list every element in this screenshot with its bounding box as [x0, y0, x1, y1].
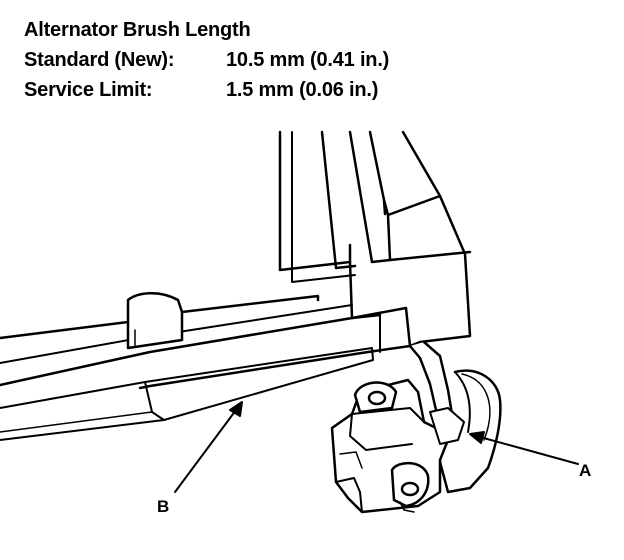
leader-arrow-b: [229, 401, 243, 417]
leader-line-a: [479, 436, 579, 465]
leader-line-b: [174, 409, 237, 493]
vernier-caliper-icon: [0, 130, 472, 441]
spec-title: Alternator Brush Length: [24, 19, 251, 41]
leader-lines: [174, 401, 579, 493]
brush-holder-icon: [330, 369, 502, 514]
spec-limit-value: 1.5 mm (0.06 in.): [226, 79, 379, 101]
spec-limit-row: Service Limit: 1.5 mm (0.06 in.): [24, 78, 378, 102]
spec-standard-value: 10.5 mm (0.41 in.): [226, 49, 390, 71]
spec-standard-label: Standard (New):: [24, 49, 175, 71]
leader-arrow-a: [469, 431, 485, 444]
callout-label-a: A: [579, 461, 592, 480]
callout-label-b: B: [157, 497, 170, 516]
spec-limit-label: Service Limit:: [24, 79, 153, 101]
spec-standard-row: Standard (New): 10.5 mm (0.41 in.): [24, 48, 389, 72]
